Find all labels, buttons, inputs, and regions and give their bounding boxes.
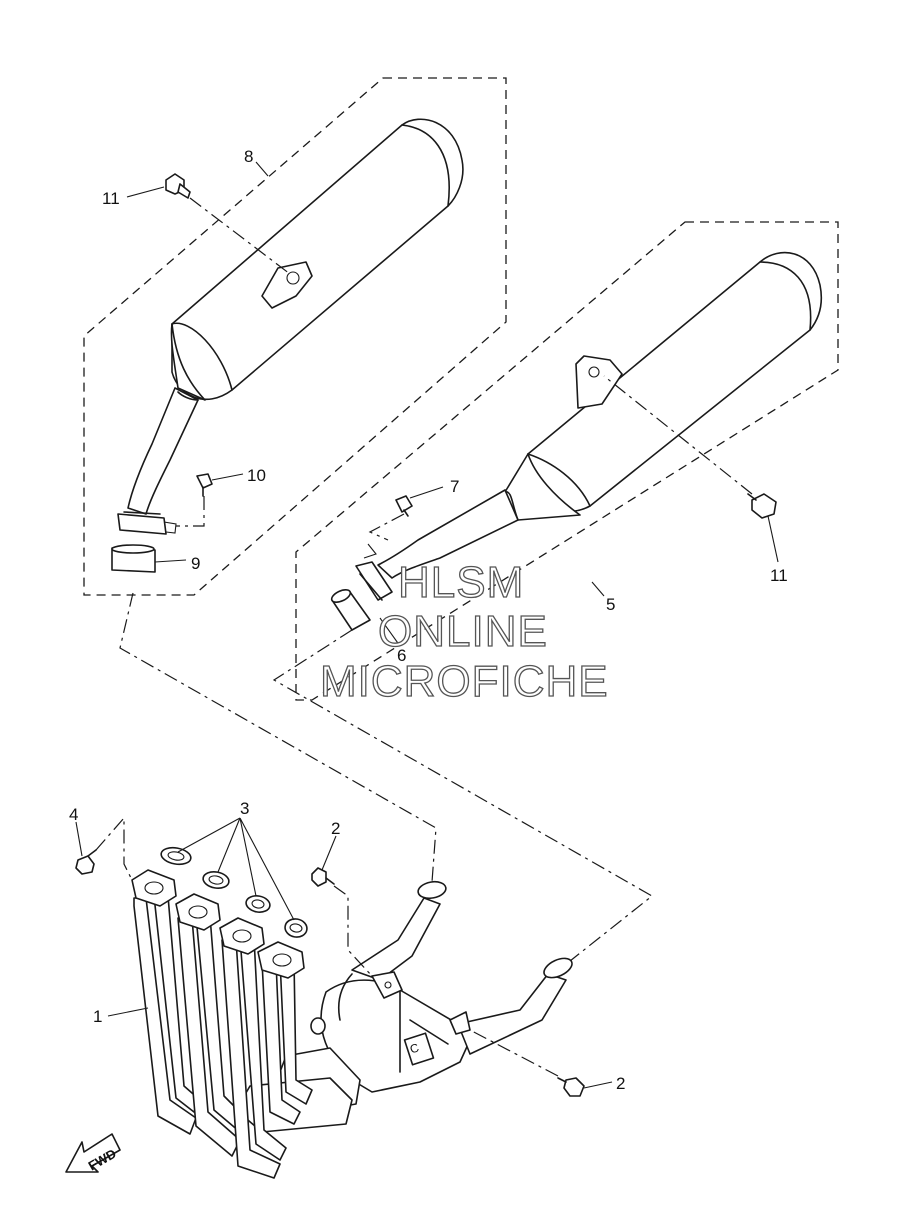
fwd-arrow-icon: FWD bbox=[65, 1133, 121, 1174]
watermark-line-3: MICROFICHE bbox=[320, 657, 609, 706]
callout-4: 4 bbox=[69, 805, 78, 824]
watermark: HLSM ONLINE MICROFICHE bbox=[319, 557, 609, 706]
callout-1: 1 bbox=[93, 1007, 102, 1026]
muffler-left-8 bbox=[117, 118, 464, 535]
bolt-11-top bbox=[165, 173, 291, 275]
callout-5: 5 bbox=[606, 595, 615, 614]
watermark-line-2: ONLINE bbox=[378, 607, 548, 656]
gaskets-3 bbox=[160, 846, 308, 938]
callout-2-lower: 2 bbox=[616, 1074, 625, 1093]
group-outline-muffler-8 bbox=[83, 77, 507, 596]
bolt-7 bbox=[368, 495, 413, 541]
bolt-2-lower bbox=[469, 1029, 585, 1097]
exhaust-pipe-assembly-1 bbox=[131, 869, 573, 1179]
callout-11-right: 11 bbox=[770, 566, 788, 585]
callout-7: 7 bbox=[450, 477, 459, 496]
bolt-2-upper bbox=[311, 867, 373, 977]
callout-2-upper: 2 bbox=[331, 819, 340, 838]
bolt-11-right bbox=[603, 375, 777, 519]
watermark-line-1: HLSM bbox=[398, 558, 524, 607]
callout-11-top: 11 bbox=[102, 189, 120, 208]
group-outline-muffler-5 bbox=[295, 221, 839, 701]
callout-8: 8 bbox=[244, 147, 253, 166]
callout-6: 6 bbox=[397, 646, 406, 665]
callout-3: 3 bbox=[240, 799, 249, 818]
bolt-4 bbox=[75, 816, 133, 881]
centerline-muffler8-to-pipe bbox=[119, 592, 437, 883]
callout-9: 9 bbox=[191, 554, 200, 573]
gasket-6 bbox=[330, 589, 371, 631]
muffler-right-5 bbox=[355, 251, 823, 601]
leader-lines bbox=[75, 161, 779, 1089]
callout-10: 10 bbox=[247, 466, 266, 485]
bolt-10 bbox=[176, 473, 213, 527]
gasket-9 bbox=[111, 544, 156, 573]
centerline-muffler5-to-pipe bbox=[272, 629, 654, 966]
